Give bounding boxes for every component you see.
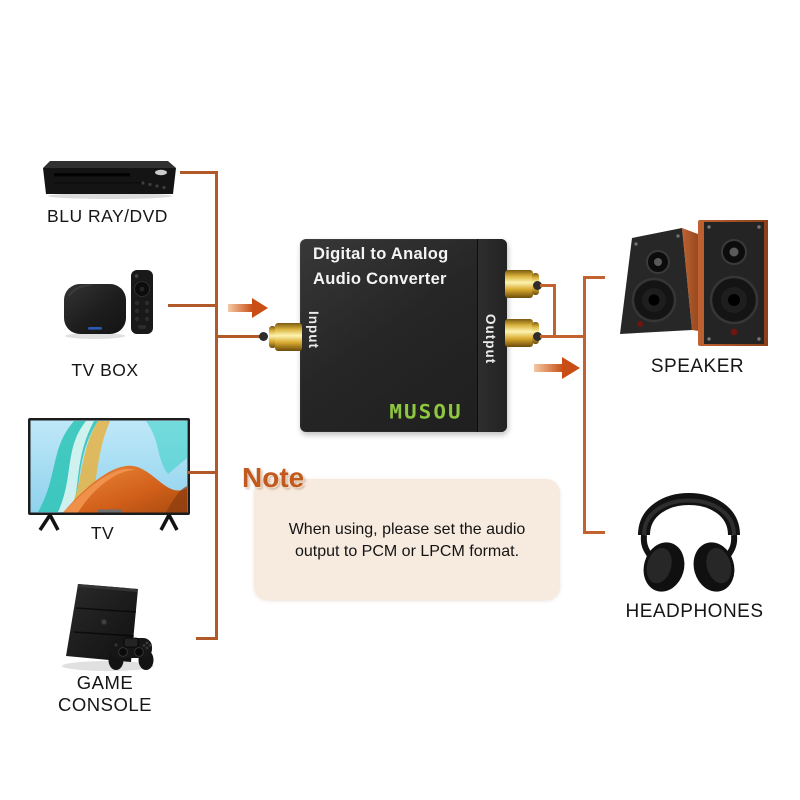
tv-box bbox=[63, 270, 163, 342]
headphones-illustration bbox=[638, 493, 740, 592]
input-feed-dot bbox=[259, 332, 268, 341]
game-console-label: GAME CONSOLE bbox=[58, 672, 152, 715]
converter-output-label: Output bbox=[483, 313, 498, 365]
converter-brand-logo: MUSOU bbox=[389, 400, 463, 424]
tv-label: TV bbox=[90, 523, 115, 543]
headphones bbox=[628, 473, 750, 595]
headphones-label: HEADPHONES bbox=[625, 601, 764, 622]
note-body-line1: When using, please set the audio bbox=[288, 521, 526, 538]
connector-out1-h bbox=[540, 284, 556, 287]
tvbox-label: TV BOX bbox=[71, 360, 139, 380]
connector-console-stub bbox=[196, 637, 218, 640]
tv-illustration bbox=[28, 418, 190, 531]
connector-right-bus bbox=[583, 276, 586, 534]
connector-left-bus bbox=[215, 171, 218, 640]
connector-input-feed bbox=[215, 335, 262, 338]
connector-bluray-stub bbox=[180, 171, 218, 174]
speakers bbox=[612, 212, 770, 348]
tv bbox=[28, 418, 190, 534]
bluray-label: BLU RAY/DVD bbox=[47, 206, 168, 226]
connector-headphones-arm bbox=[583, 531, 605, 534]
connector-tv-stub bbox=[188, 471, 215, 474]
output-dot-1 bbox=[533, 281, 542, 290]
note-body-line2: output to PCM or LPCM format. bbox=[294, 543, 520, 560]
converter-title-line1: Digital to Analog bbox=[313, 245, 449, 263]
converter-right-panel bbox=[477, 239, 507, 432]
speakers-illustration bbox=[620, 220, 770, 346]
connector-out1-v bbox=[553, 284, 556, 338]
output-flow-arrow-icon bbox=[534, 357, 580, 379]
game-console bbox=[58, 582, 170, 674]
connector-tvbox-stub bbox=[168, 304, 215, 307]
audio-converter: Digital to Analog Audio Converter Input … bbox=[300, 239, 507, 432]
rca-input-jack bbox=[269, 323, 302, 351]
output-dot-2 bbox=[533, 332, 542, 341]
game-console-illustration bbox=[62, 584, 154, 671]
note-box: When using, please set the audio output … bbox=[254, 479, 560, 600]
converter-input-label: Input bbox=[306, 311, 321, 349]
tv-box-illustration bbox=[64, 270, 153, 339]
bluray-dvd-player bbox=[40, 153, 180, 201]
bluray-dvd-player-illustration bbox=[43, 161, 176, 199]
connector-speaker-arm bbox=[583, 276, 605, 279]
note-heading: Note bbox=[242, 462, 305, 493]
speaker-label: SPEAKER bbox=[650, 356, 745, 377]
converter-title-line2: Audio Converter bbox=[313, 270, 447, 288]
input-flow-arrow-icon bbox=[228, 298, 268, 318]
connector-out2-h bbox=[540, 335, 586, 338]
